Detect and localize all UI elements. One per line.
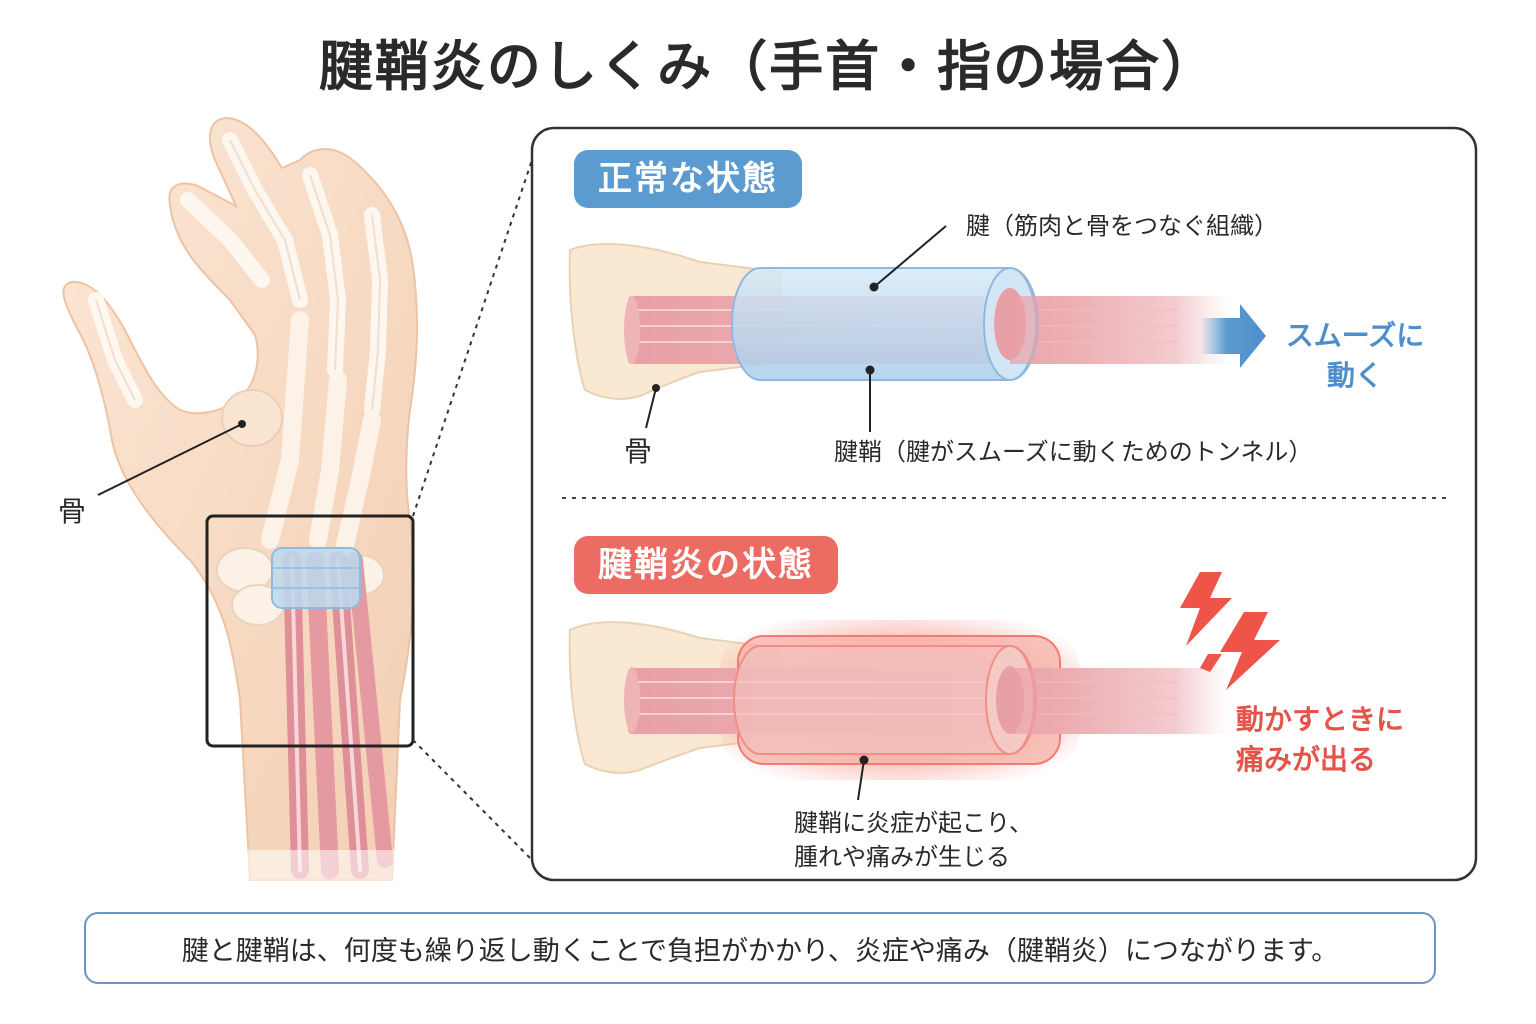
inflamed-state-badge: 腱鞘炎の状態 <box>574 536 838 594</box>
pain-line1: 動かすときに <box>1236 703 1405 736</box>
tendon-label: 腱（筋肉と骨をつなぐ組織） <box>966 212 1278 240</box>
normal-bone-label: 骨 <box>624 435 653 468</box>
sheath-label: 腱鞘（腱がスムーズに動くためのトンネル） <box>834 438 1313 466</box>
footer-note: 腱と腱鞘は、何度も繰り返し動くことで負担がかかり、炎症や痛み（腱鞘炎）につながり… <box>84 912 1436 984</box>
inflamed-sheath-line1: 腱鞘に炎症が起こり、 <box>794 809 1034 837</box>
hand-illustration <box>62 116 430 900</box>
zoom-box <box>205 514 415 748</box>
hand-bone-label: 骨 <box>58 495 87 528</box>
smooth-motion-line1: スムーズに <box>1285 319 1425 352</box>
footer-text: 腱と腱鞘は、何度も繰り返し動くことで負担がかかり、炎症や痛み（腱鞘炎）につながり… <box>181 935 1339 967</box>
inflamed-diagram <box>568 572 1280 801</box>
smooth-motion-text: スムーズに 動く <box>1270 316 1440 396</box>
normal-diagram <box>568 225 1266 432</box>
inflamed-sheath-text: 腱鞘に炎症が起こり、 腫れや痛みが生じる <box>794 806 1033 874</box>
smooth-motion-line2: 動く <box>1326 359 1383 392</box>
normal-state-badge: 正常な状態 <box>574 150 802 208</box>
pain-bolt-2 <box>1220 612 1280 690</box>
hand-bone-leader <box>97 423 243 496</box>
page-title: 腱鞘炎のしくみ（手首・指の場合） <box>318 35 1218 98</box>
pain-bolt-1 <box>1180 572 1232 646</box>
inflamed-sheath-line2: 腫れや痛みが生じる <box>794 843 1010 871</box>
pain-line2: 痛みが出る <box>1236 743 1377 776</box>
pain-text: 動かすときに 痛みが出る <box>1236 700 1404 780</box>
